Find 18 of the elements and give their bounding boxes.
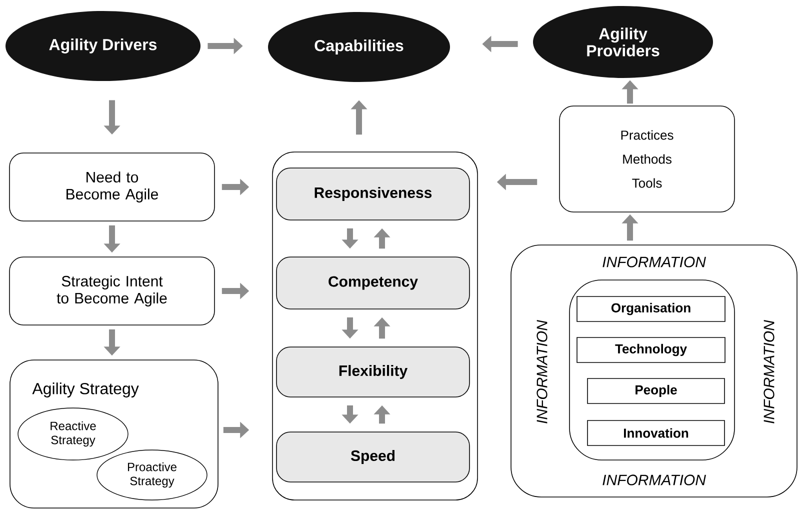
process-box: Strategic Intent to Become Agile (9, 256, 215, 326)
capability-box: Responsiveness (276, 168, 470, 220)
group-box (272, 152, 478, 500)
side-label: INFORMATION (602, 474, 706, 486)
side-label: INFORMATION (764, 320, 774, 424)
side-label: INFORMATION (536, 320, 548, 424)
group-box (569, 280, 735, 460)
factor-box: Technology (576, 337, 726, 363)
capability-box: Flexibility (276, 346, 470, 398)
factor-box: People (587, 378, 725, 404)
factor-box: Organisation (576, 296, 726, 322)
capability-box: Competency (276, 256, 470, 310)
side-label: INFORMATION (602, 256, 706, 268)
process-box: Need to Become Agile (9, 152, 215, 222)
process-box: Practices Methods Tools (559, 106, 735, 212)
factor-box: Innovation (587, 420, 725, 446)
capability-box: Speed (276, 432, 470, 482)
box-heading: Agility Strategy (32, 382, 139, 398)
